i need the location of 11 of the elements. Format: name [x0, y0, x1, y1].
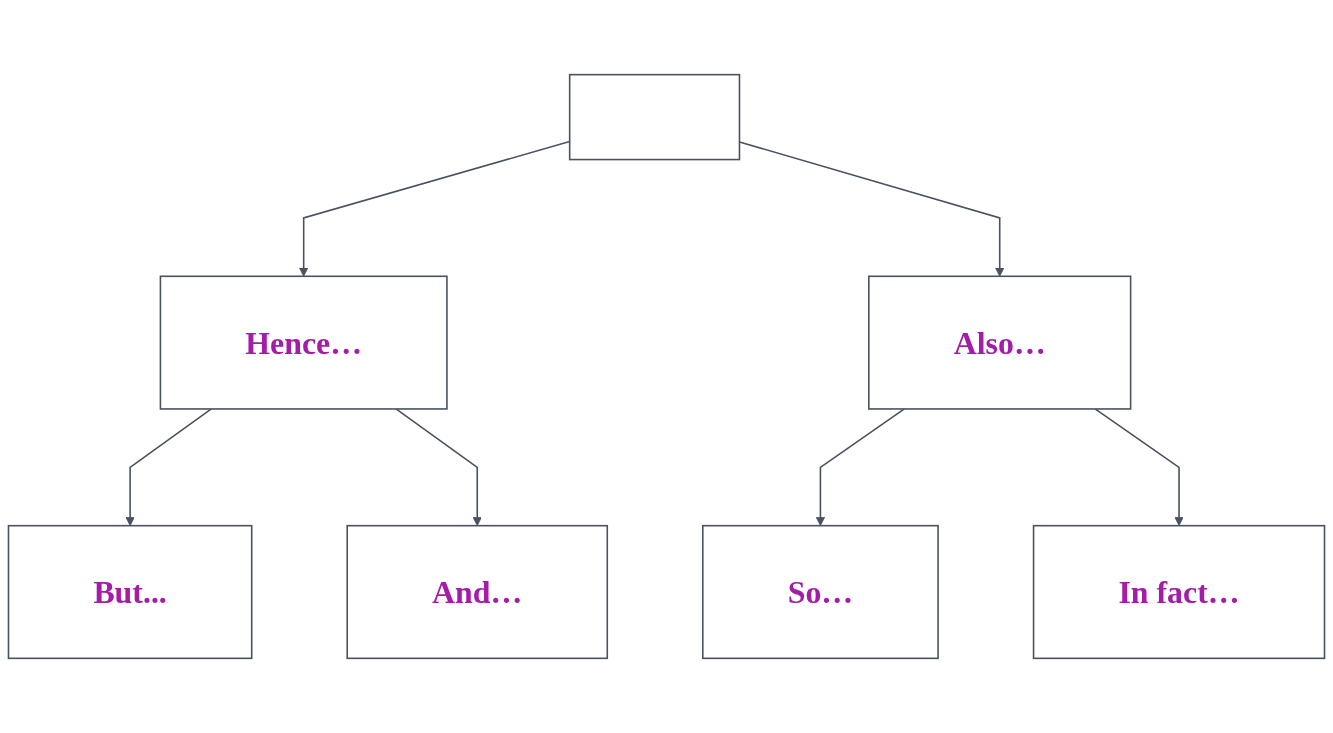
node-box: But...	[7, 524, 253, 660]
arrow	[1094, 408, 1184, 527]
node-box: And…	[346, 524, 609, 660]
arrow	[815, 408, 906, 527]
arrow	[125, 408, 213, 527]
node-box: So…	[702, 524, 939, 660]
arrow	[395, 408, 482, 527]
node-box	[568, 73, 741, 161]
node-box: In fact…	[1032, 524, 1326, 660]
node-box: Also…	[868, 275, 1132, 410]
node-box: Hence…	[159, 275, 448, 410]
